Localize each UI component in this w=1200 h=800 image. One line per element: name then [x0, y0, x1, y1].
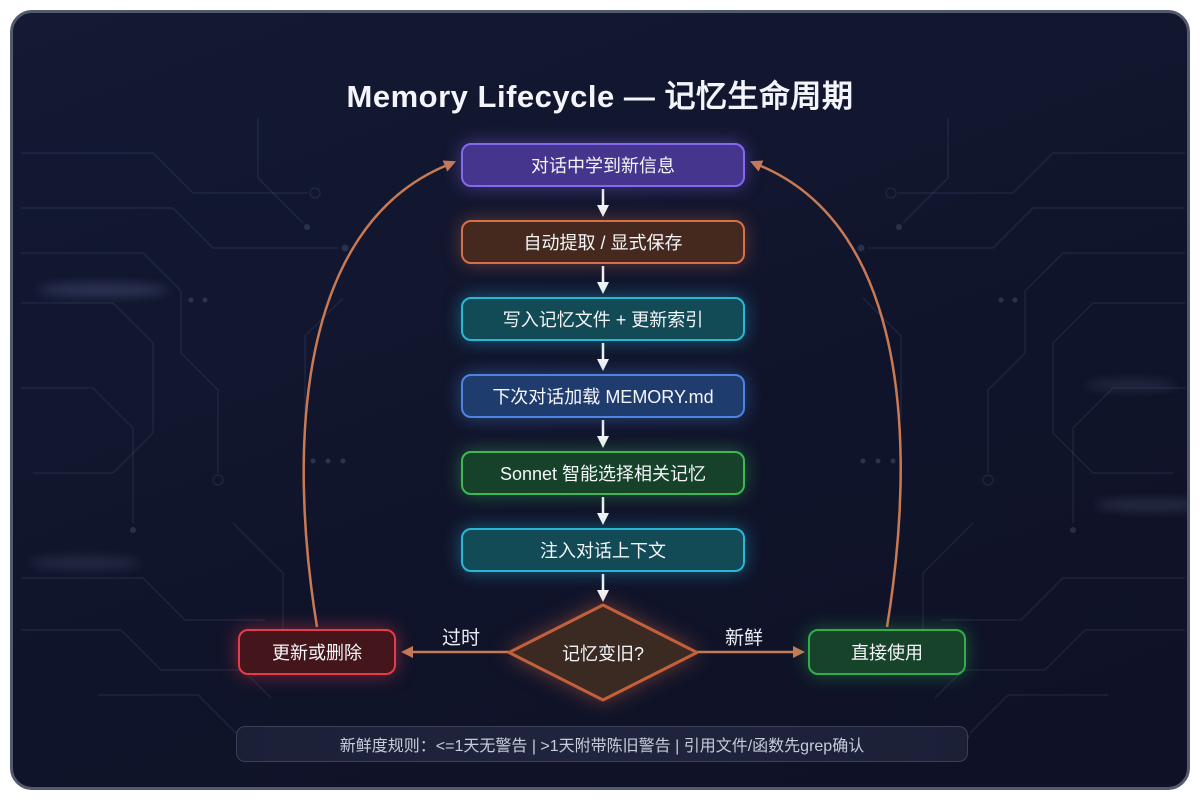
- step-label: 下次对话加载 MEMORY.md: [492, 387, 714, 407]
- diagram-card: Memory Lifecycle — 记忆生命周期 对话中学到新信息 自动提取 …: [10, 10, 1190, 790]
- decision-memory-stale: 记忆变旧?: [498, 598, 708, 708]
- step-write-memory-file: 写入记忆文件 + 更新索引: [461, 297, 745, 341]
- node-label: 更新或删除: [272, 643, 362, 663]
- loop-stale-to-step1: [302, 160, 457, 628]
- loop-fresh-to-step1: [749, 160, 902, 628]
- step-label: 注入对话上下文: [540, 541, 666, 561]
- step-auto-extract-save: 自动提取 / 显式保存: [461, 220, 745, 264]
- step-sonnet-select: Sonnet 智能选择相关记忆: [461, 451, 745, 495]
- step-learn-new-info: 对话中学到新信息: [461, 143, 745, 187]
- decision-label: 记忆变旧?: [561, 644, 644, 664]
- step-inject-context: 注入对话上下文: [461, 528, 745, 572]
- freshness-rule-text: 新鲜度规则：<=1天无警告 | >1天附带陈旧警告 | 引用文件/函数先grep…: [339, 738, 865, 755]
- node-use-directly: 直接使用: [808, 629, 966, 675]
- node-update-or-delete: 更新或删除: [238, 629, 396, 675]
- diamond-shape: [507, 603, 699, 702]
- branch-label-stale: 过时: [441, 628, 480, 649]
- page-title: Memory Lifecycle — 记忆生命周期: [346, 79, 854, 114]
- branch-label-fresh: 新鲜: [724, 628, 763, 649]
- step-label: 对话中学到新信息: [531, 156, 675, 176]
- step-label: 写入记忆文件 + 更新索引: [502, 310, 704, 330]
- node-label: 直接使用: [851, 643, 923, 663]
- step-label: 自动提取 / 显式保存: [523, 233, 683, 253]
- step-load-memory-md: 下次对话加载 MEMORY.md: [461, 374, 745, 418]
- step-label: Sonnet 智能选择相关记忆: [499, 464, 707, 484]
- freshness-rule-bar: 新鲜度规则：<=1天无警告 | >1天附带陈旧警告 | 引用文件/函数先grep…: [236, 726, 968, 762]
